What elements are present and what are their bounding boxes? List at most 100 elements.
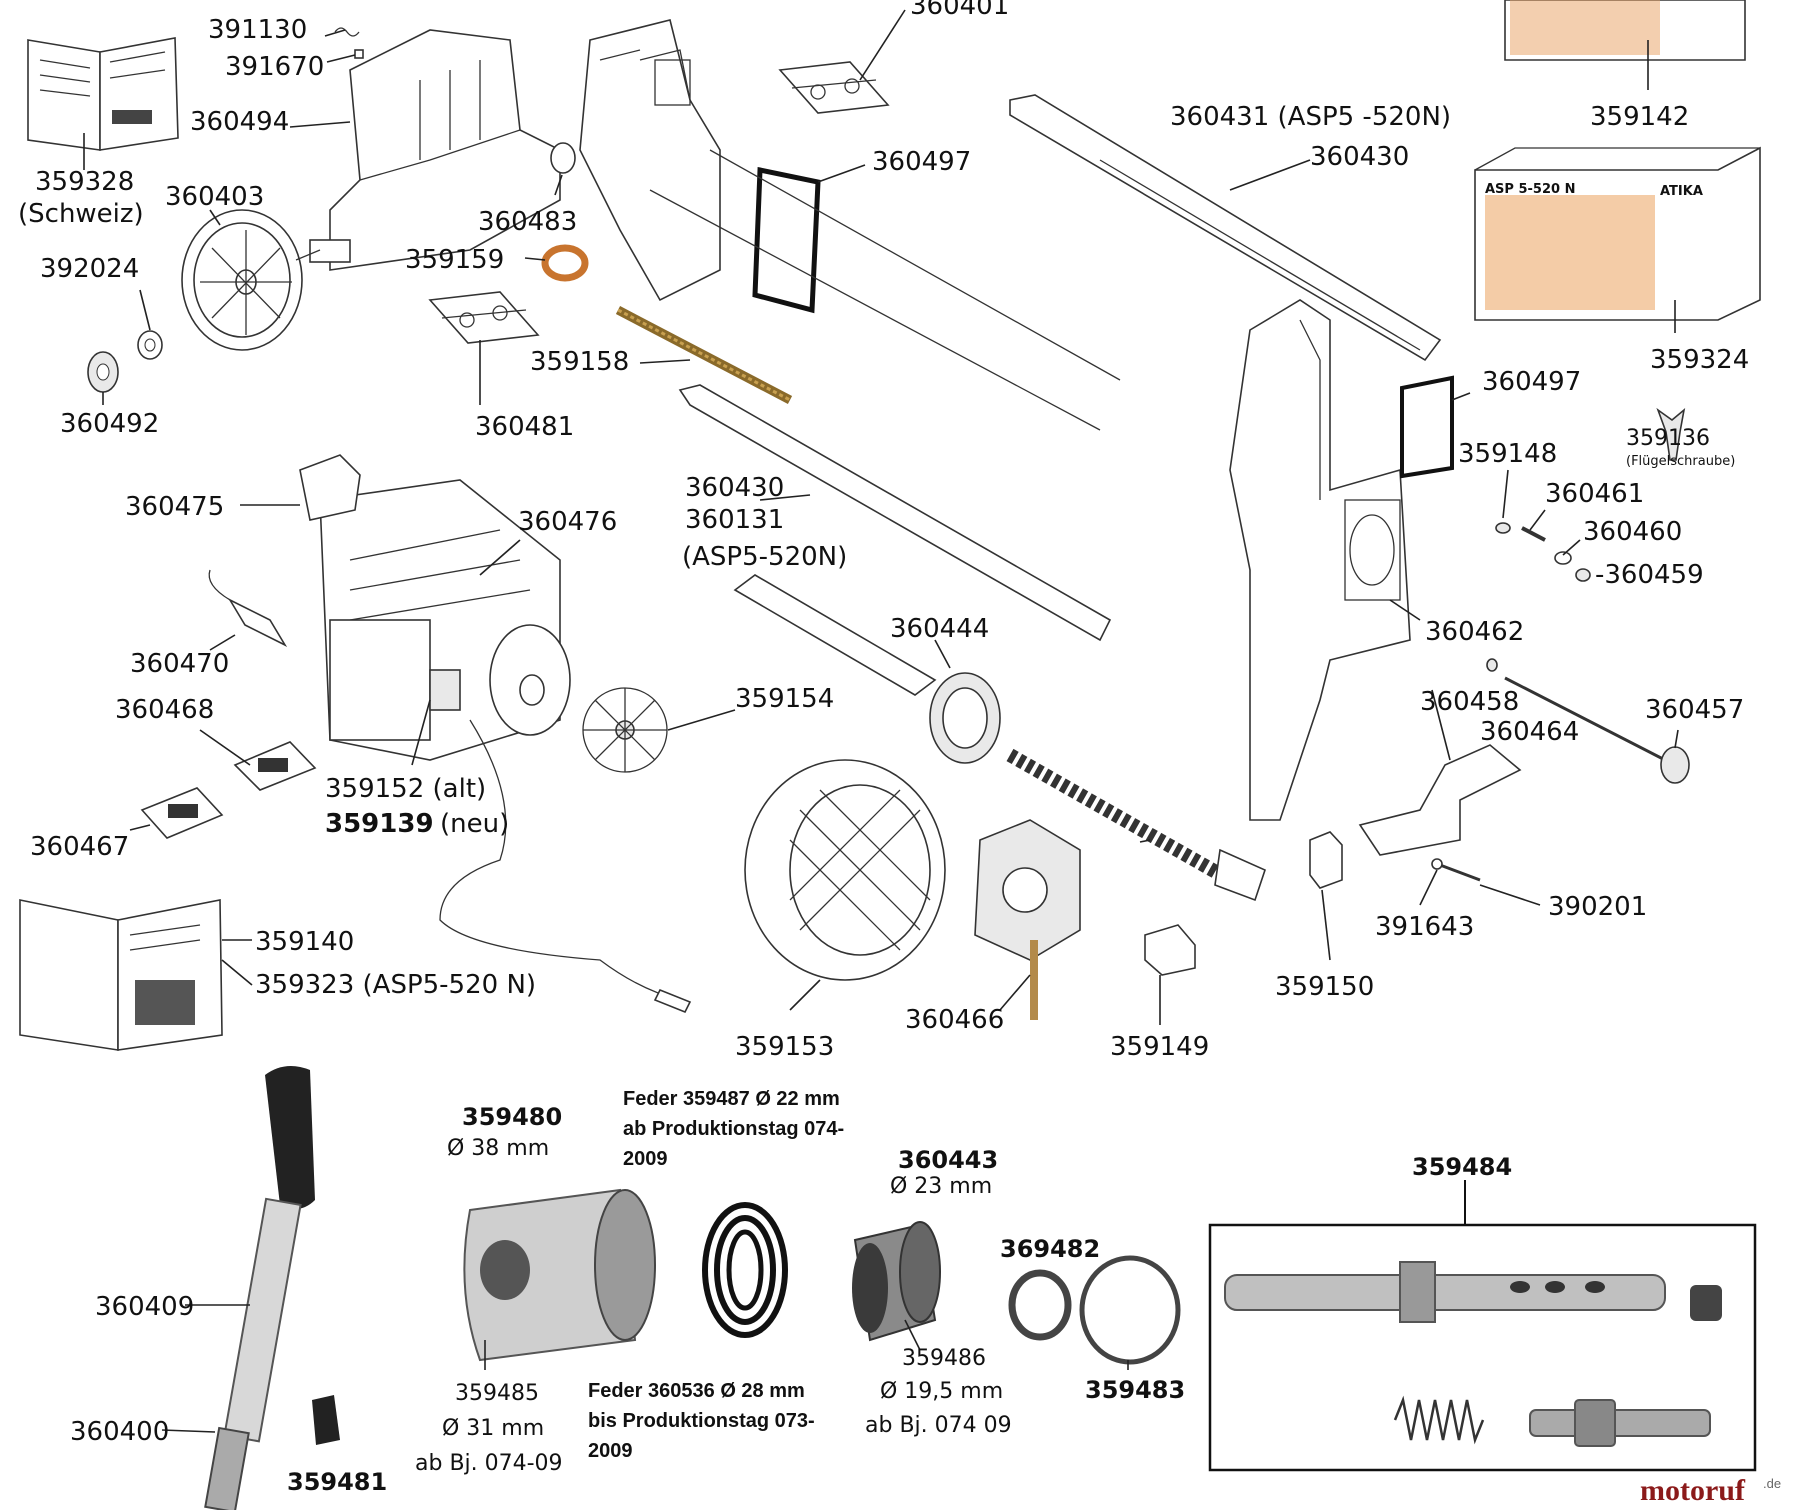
label-360459: -360459 — [1595, 560, 1704, 590]
label-360464: 360464 — [1480, 717, 1579, 747]
label-369482: 369482 — [1000, 1235, 1100, 1263]
valve-360443 — [852, 1221, 941, 1342]
terminal-360475 — [299, 454, 361, 521]
motor-360476 — [319, 479, 571, 761]
label-360461: 360461 — [1545, 479, 1644, 509]
fan-359154 — [582, 687, 668, 773]
label-359485-dia: Ø 31 mm — [442, 1416, 544, 1441]
label-359139-note: (neu) — [440, 809, 509, 839]
label-359150: 359150 — [1275, 972, 1374, 1002]
label-360400: 360400 — [70, 1417, 169, 1447]
label-359484: 359484 — [1412, 1153, 1512, 1181]
small-block-359150 — [1309, 831, 1343, 889]
label-391670: 391670 — [225, 52, 324, 82]
label-391643: 391643 — [1375, 912, 1474, 942]
label-360468: 360468 — [115, 695, 214, 725]
note-feder-2a: Feder 360536 Ø 28 mm — [588, 1380, 805, 1402]
label-360131: 360131 — [685, 505, 784, 535]
label-360443: 360443 — [898, 1146, 998, 1174]
spring-391130 — [334, 27, 364, 59]
wing-screw-359136 — [1656, 407, 1686, 461]
label-360467: 360467 — [30, 832, 129, 862]
hubcap-360492 — [87, 351, 119, 393]
label-359152: 359152 (alt) — [325, 774, 486, 804]
label-360494: 360494 — [190, 107, 289, 137]
label-360403: 360403 — [165, 182, 264, 212]
label-359159: 359159 — [405, 245, 504, 275]
box-brand-text: ATIKA — [1660, 184, 1703, 199]
label-360458: 360458 — [1420, 687, 1519, 717]
label-360466: 360466 — [905, 1005, 1004, 1035]
label-360131-note: (ASP5-520N) — [682, 542, 847, 572]
washer-392024 — [137, 330, 163, 360]
cover-359153 — [744, 759, 946, 981]
note-feder-2c: 2009 — [588, 1440, 633, 1462]
leader-lines — [83, 9, 1679, 1025]
label-359158: 359158 — [530, 347, 629, 377]
label-391130: 391130 — [208, 15, 307, 45]
label-359328: 359328 — [35, 167, 134, 197]
manual-booklet-359140 — [19, 899, 223, 1051]
switch-360468 — [233, 741, 317, 791]
label-359483: 359483 — [1085, 1376, 1185, 1404]
copper-ring-359159 — [541, 244, 589, 282]
spiral-piston — [1006, 748, 1266, 902]
assembly-box-359484 — [1208, 1180, 1757, 1472]
bottom-leader-lines — [161, 1304, 1129, 1433]
label-sheet-360401 — [778, 61, 890, 114]
label-359480-dia: Ø 38 mm — [447, 1136, 549, 1161]
part-number-labels: 391130 391670 360494 359328 (Schweiz) 36… — [18, 0, 1749, 1062]
frame-right-column — [1229, 299, 1411, 821]
label-sheet-360481 — [428, 291, 540, 344]
product-box-359142 — [1504, 0, 1746, 61]
label-360430-b: 360430 — [685, 473, 784, 503]
product-box-359324: ASP 5-520 N ATIKA — [1474, 146, 1761, 321]
beam-360430-lower — [678, 384, 1112, 642]
label-359154: 359154 — [735, 684, 834, 714]
label-359481: 359481 — [287, 1468, 387, 1496]
label-360476: 360476 — [518, 507, 617, 537]
housing-360494 — [309, 29, 561, 271]
label-360481: 360481 — [475, 412, 574, 442]
label-360462: 360462 — [1425, 617, 1524, 647]
tie-rods — [649, 149, 1121, 431]
beam-360431 — [1009, 94, 1442, 362]
label-360470: 360470 — [130, 649, 229, 679]
watermark-suffix: .de — [1763, 1476, 1781, 1491]
note-feder-1b: ab Produktionstag 074- — [623, 1118, 844, 1140]
note-feder-1c: 2009 — [623, 1148, 668, 1170]
label-360443-dia: Ø 23 mm — [890, 1174, 992, 1199]
label-359153: 359153 — [735, 1032, 834, 1062]
label-359149: 359149 — [1110, 1032, 1209, 1062]
pump-360466 — [974, 819, 1081, 1020]
handle-360409 — [204, 1066, 315, 1510]
wheel-360403 — [181, 209, 321, 351]
label-359140: 359140 — [255, 927, 354, 957]
label-360492: 360492 — [60, 409, 159, 439]
label-392024: 392024 — [40, 254, 139, 284]
note-feder-2b: bis Produktionstag 073- — [588, 1410, 815, 1432]
label-359328-note: (Schweiz) — [18, 199, 144, 229]
small-parts-359148 — [1495, 522, 1591, 582]
note-feder-1a: Feder 359487 Ø 22 mm — [623, 1088, 840, 1110]
watermark-logo: motoruf .de — [1640, 1474, 1781, 1507]
tube-360444 — [733, 574, 1001, 764]
label-359486: 359486 — [902, 1346, 986, 1371]
ring-369482 — [1008, 1269, 1072, 1341]
manual-booklet-359328 — [27, 37, 179, 151]
pin-360458 — [1486, 658, 1498, 672]
seal-ring-360483 — [550, 142, 576, 174]
label-359148: 359148 — [1458, 439, 1557, 469]
label-360457: 360457 — [1645, 695, 1744, 725]
part-359481 — [312, 1395, 340, 1445]
label-360483: 360483 — [478, 207, 577, 237]
label-360431: 360431 (ASP5 -520N) — [1170, 102, 1451, 132]
label-359486-note: ab Bj. 074 09 — [865, 1413, 1012, 1438]
ring-359483 — [1079, 1255, 1181, 1365]
label-360475: 360475 — [125, 492, 224, 522]
label-359323: 359323 (ASP5-520 N) — [255, 970, 536, 1000]
label-359136: 359136 — [1626, 426, 1710, 451]
label-360497-b: 360497 — [1482, 367, 1581, 397]
